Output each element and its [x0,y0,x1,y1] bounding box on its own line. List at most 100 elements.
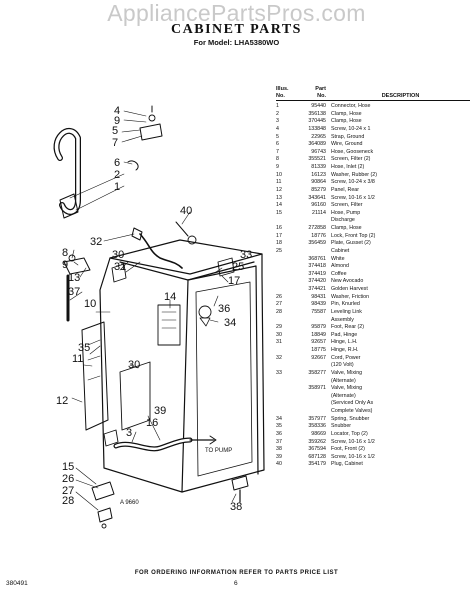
illus-no: 26 [276,293,282,300]
description: Assembly [331,316,354,323]
part-no: 368761 [308,255,326,262]
callout-17: 25 [232,261,244,273]
part-no: 374418 [308,263,326,270]
part-no: 354179 [308,461,326,468]
part-no: 85279 [311,186,326,193]
description: Pad, Hinge [331,331,358,338]
description: Panel, Rear [331,186,359,193]
callout-6: 6 [114,157,120,169]
description: Screw, 10-24 x 1 [331,125,371,132]
description: Connector, Hose [331,103,371,109]
part-no: 92657 [311,339,326,346]
illus-no [276,286,296,294]
illus-no: 14 [276,202,282,209]
illus-no: 17 [276,232,282,239]
description: Clamp, Hose [331,110,362,117]
illus-no: 31 [276,339,282,346]
illus-no: 33 [276,369,282,376]
watermark: AppliancePartsPros.com [107,0,366,26]
callout-11: 35 [78,342,90,354]
part-no: 355521 [308,156,326,163]
illus-no: 1 [276,103,279,109]
illus-no: 6 [276,141,279,148]
callout-9: 9 [114,115,120,127]
illus-no [276,347,296,355]
part-no [296,378,331,386]
illus-no [276,217,296,225]
description: Spring, Snubber [331,415,370,422]
illus-no: 15 [276,209,282,216]
illus-no [276,317,296,325]
callout-31: 31 [114,261,126,273]
description: Plug, Cabinet [331,461,363,468]
part-no: 358336 [308,423,326,430]
illus-no: 25 [276,247,282,254]
part-no: 92667 [311,354,326,361]
callout-15: 16 [146,417,158,429]
part-no: 96160 [311,202,326,209]
illus-no: 4 [276,125,279,132]
part-no [296,317,331,325]
part-no: 272858 [308,225,326,231]
illus-no: 35 [276,423,282,430]
part-no [296,248,331,256]
illus-no [276,400,296,408]
table-row: Assembly [276,317,470,325]
part-no: 687128 [308,453,326,460]
illus-no: 29 [276,324,282,331]
table-row: 368761 White [276,256,470,264]
illus-no [276,271,296,279]
description: Clamp, Hose [331,118,362,125]
illus-no: 3 [276,118,279,125]
callout-26: 15 [62,461,74,473]
illus-no: 27 [276,301,282,308]
illus-no [276,263,296,271]
table-row: 3 370445 Clamp, Hose [276,118,470,126]
part-no: 358971 [308,385,326,392]
part-no [296,408,331,416]
illus-no: 11 [276,179,282,186]
header-description: DESCRIPTION [381,92,420,99]
description: Plate, Gusset (2) [331,240,371,247]
part-no [296,393,331,401]
illus-no [276,408,296,416]
description: Screw, 10-16 x 1/2 [331,194,375,201]
cabinet-outline [99,239,265,493]
callout-32: 32 [90,236,102,248]
callout-1: 1 [114,181,120,193]
part-no: 358277 [308,369,326,376]
cabinet-front-left-edge [181,279,189,493]
description: White [331,255,345,262]
description: Pin, Knurled [331,301,360,308]
rear-panel [81,321,109,431]
page-number: 6 [234,580,238,587]
description: Strap, Ground [331,133,365,140]
model-label: For Model: LHA5380WO [193,38,280,47]
illus-no: 39 [276,453,282,460]
callout-14: 14 [164,291,176,303]
part-no: 370445 [308,118,326,125]
illus-no: 10 [276,171,282,178]
callout-labels: 4 9 5 7 6 2 1 40 32 8 9 30 31 13 37 10 1… [56,105,252,513]
ordering-note: FOR ORDERING INFORMATION REFER TO PARTS … [134,570,339,576]
